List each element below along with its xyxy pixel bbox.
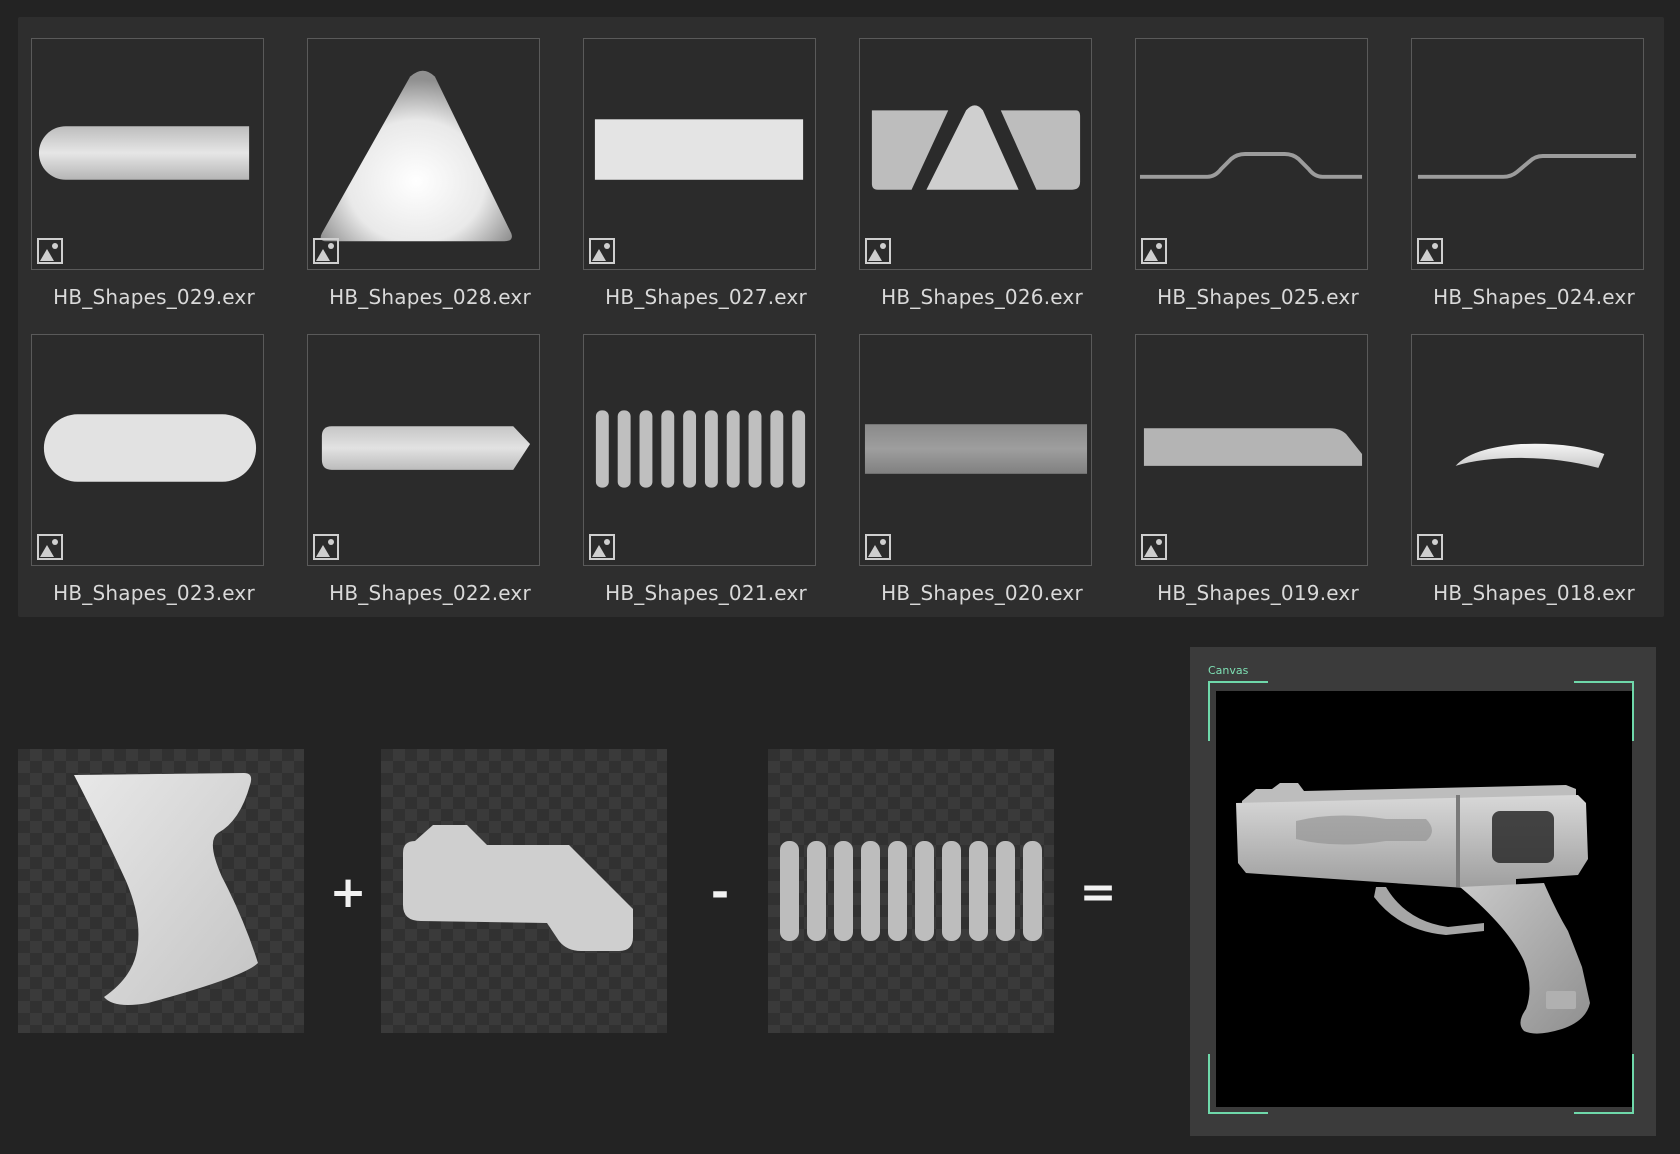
asset-item[interactable]: HB_Shapes_024.exr: [1398, 17, 1644, 309]
asset-item[interactable]: HB_Shapes_018.exr: [1398, 313, 1644, 605]
asset-thumbnail[interactable]: [1411, 38, 1644, 270]
body-shape-tile: [381, 749, 667, 1033]
asset-item[interactable]: HB_Shapes_025.exr: [1122, 17, 1368, 309]
frame-corner: [1574, 681, 1634, 741]
asset-item[interactable]: HB_Shapes_028.exr: [294, 17, 540, 309]
grip-shape: [74, 773, 258, 1005]
canvas-panel: Canvas: [1190, 647, 1656, 1136]
asset-label: HB_Shapes_026.exr: [881, 285, 1083, 309]
asset-label: HB_Shapes_028.exr: [329, 285, 531, 309]
asset-label: HB_Shapes_023.exr: [53, 581, 255, 605]
shape-preview: [1143, 428, 1363, 466]
asset-label: HB_Shapes_025.exr: [1157, 285, 1359, 309]
shape-preview: [1139, 152, 1363, 179]
asset-item[interactable]: HB_Shapes_020.exr: [846, 313, 1092, 605]
shape-preview: [321, 426, 531, 470]
shape-preview: [864, 424, 1088, 474]
shape-preview: [38, 126, 250, 180]
asset-item[interactable]: HB_Shapes_029.exr: [18, 17, 264, 309]
vents-shape: [780, 841, 1042, 941]
equals-operator: =: [1079, 867, 1117, 918]
pistol-render: [1236, 783, 1590, 1034]
image-icon: [1141, 238, 1167, 264]
asset-item[interactable]: HB_Shapes_027.exr: [570, 17, 816, 309]
asset-label: HB_Shapes_024.exr: [1433, 285, 1635, 309]
asset-thumbnail[interactable]: [583, 334, 816, 566]
shape-preview: [595, 410, 806, 488]
asset-browser: HB_Shapes_029.exr HB_Shapes_028.exr HB_S…: [18, 17, 1664, 617]
asset-thumbnail[interactable]: [859, 38, 1092, 270]
frame-corner: [1574, 1054, 1634, 1114]
image-icon: [313, 534, 339, 560]
asset-thumbnail[interactable]: [1135, 38, 1368, 270]
shape-preview: [871, 105, 1081, 190]
asset-item[interactable]: HB_Shapes_023.exr: [18, 313, 264, 605]
asset-label: HB_Shapes_020.exr: [881, 581, 1083, 605]
image-icon: [1417, 238, 1443, 264]
image-icon: [865, 534, 891, 560]
vents-shape-tile: [768, 749, 1054, 1033]
image-icon: [589, 238, 615, 264]
frame-corner: [1208, 1054, 1268, 1114]
image-icon: [37, 238, 63, 264]
image-icon: [589, 534, 615, 560]
shape-preview: [320, 70, 512, 242]
frame-corner: [1208, 681, 1268, 741]
plus-operator: +: [329, 867, 367, 918]
shape-preview: [43, 414, 257, 482]
image-icon: [37, 534, 63, 560]
asset-thumbnail[interactable]: [31, 334, 264, 566]
asset-item[interactable]: HB_Shapes_022.exr: [294, 313, 540, 605]
asset-label: HB_Shapes_027.exr: [605, 285, 807, 309]
image-icon: [865, 238, 891, 264]
asset-label: HB_Shapes_018.exr: [1433, 581, 1635, 605]
asset-item[interactable]: HB_Shapes_021.exr: [570, 313, 816, 605]
asset-thumbnail[interactable]: [307, 334, 540, 566]
asset-thumbnail[interactable]: [583, 38, 816, 270]
asset-label: HB_Shapes_021.exr: [605, 581, 807, 605]
body-shape: [403, 825, 633, 951]
shape-preview: [1455, 443, 1605, 468]
asset-label: HB_Shapes_022.exr: [329, 581, 531, 605]
image-icon: [1141, 534, 1167, 560]
asset-item[interactable]: HB_Shapes_026.exr: [846, 17, 1092, 309]
asset-thumbnail[interactable]: [859, 334, 1092, 566]
asset-thumbnail[interactable]: [31, 38, 264, 270]
asset-item[interactable]: HB_Shapes_019.exr: [1122, 313, 1368, 605]
image-icon: [313, 238, 339, 264]
asset-thumbnail[interactable]: [1135, 334, 1368, 566]
asset-label: HB_Shapes_019.exr: [1157, 581, 1359, 605]
image-icon: [1417, 534, 1443, 560]
shape-preview: [1417, 154, 1637, 179]
asset-thumbnail[interactable]: [307, 38, 540, 270]
minus-operator: -: [710, 867, 730, 918]
grip-shape-tile: [18, 749, 304, 1033]
canvas-viewport[interactable]: [1216, 691, 1632, 1107]
canvas-label: Canvas: [1208, 664, 1249, 677]
shape-preview: [594, 119, 804, 180]
asset-label: HB_Shapes_029.exr: [53, 285, 255, 309]
asset-thumbnail[interactable]: [1411, 334, 1644, 566]
